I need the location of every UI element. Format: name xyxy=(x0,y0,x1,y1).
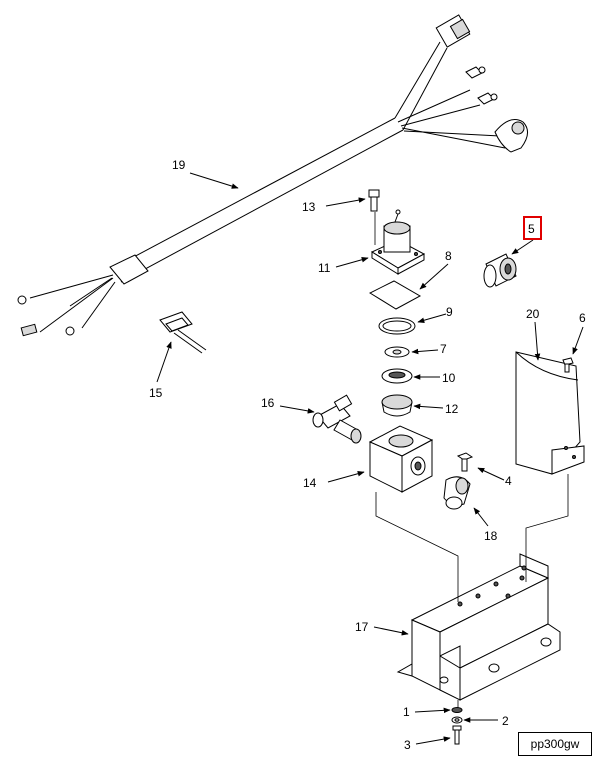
screw-6 xyxy=(562,357,574,373)
callout-18: 18 xyxy=(484,529,498,543)
fitting-5 xyxy=(483,253,517,288)
callout-5: 5 xyxy=(528,222,535,236)
hardware-stack xyxy=(451,707,463,745)
wiring-harness xyxy=(17,14,528,337)
callout-4: 4 xyxy=(505,474,512,488)
valve-seat xyxy=(381,368,413,384)
manifold-block xyxy=(368,425,434,493)
strainer xyxy=(381,394,413,417)
callout-9: 9 xyxy=(446,305,453,319)
callout-10: 10 xyxy=(442,371,456,385)
callout-15: 15 xyxy=(149,386,163,400)
callout-6: 6 xyxy=(579,311,586,325)
highlight-box xyxy=(523,216,542,240)
figure-reference-id: pp300gw xyxy=(518,732,592,756)
mounting-bracket xyxy=(396,553,561,701)
callout-3: 3 xyxy=(404,738,411,752)
callout-20: 20 xyxy=(526,307,540,321)
callout-7: 7 xyxy=(440,342,447,356)
bracket-plate xyxy=(515,351,585,475)
callout-11: 11 xyxy=(318,261,331,275)
callout-16: 16 xyxy=(261,396,275,410)
screw-4 xyxy=(456,452,474,472)
elbow-fitting xyxy=(443,476,471,510)
screw-13 xyxy=(368,189,380,212)
callout-12: 12 xyxy=(445,402,459,416)
callout-19: 19 xyxy=(172,158,186,172)
tee-fitting xyxy=(312,394,362,444)
callout-17: 17 xyxy=(355,620,369,634)
gasket xyxy=(368,280,422,310)
cable-tie xyxy=(159,311,207,354)
callout-1: 1 xyxy=(403,705,410,719)
callout-13: 13 xyxy=(302,200,316,214)
solenoid-valve xyxy=(370,209,426,275)
callout-8: 8 xyxy=(445,249,452,263)
callout-14: 14 xyxy=(303,476,317,490)
callout-labels: 19 13 11 8 9 7 10 12 16 15 14 4 18 20 6 … xyxy=(149,158,586,752)
callout-2: 2 xyxy=(502,714,509,728)
